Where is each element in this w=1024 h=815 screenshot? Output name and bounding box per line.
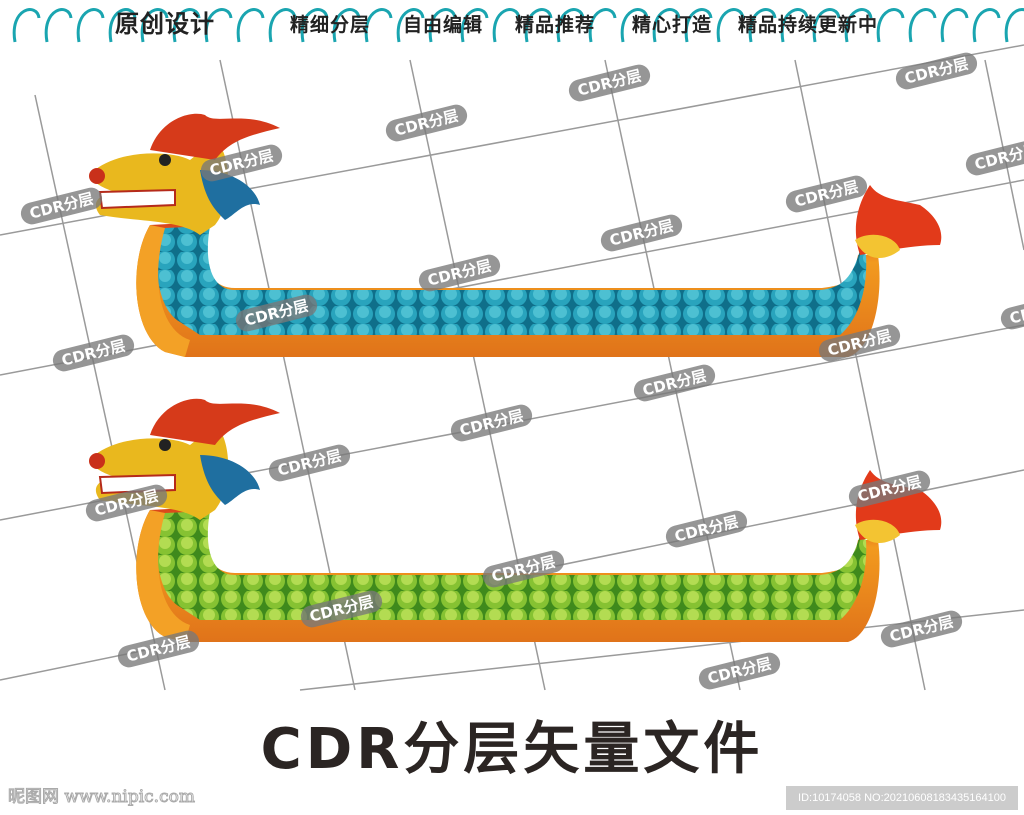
header-tag: 精品持续更新中 <box>738 14 879 36</box>
dragon-boat-green <box>88 397 943 643</box>
site-logo: 昵图网 www.nipic.com <box>8 787 196 808</box>
border-wave <box>12 8 1024 43</box>
image-id: ID:10174058 NO:20210608183435164100 <box>786 786 1018 810</box>
header-tag: 精品推荐 <box>515 14 596 36</box>
header-tag: 自由编辑 <box>403 14 484 36</box>
main-title: CDR分层矢量文件 <box>260 717 764 782</box>
header-tag: 精心打造 <box>632 14 713 36</box>
header-main: 原创设计 <box>115 10 215 38</box>
header-tag: 精细分层 <box>290 14 371 36</box>
